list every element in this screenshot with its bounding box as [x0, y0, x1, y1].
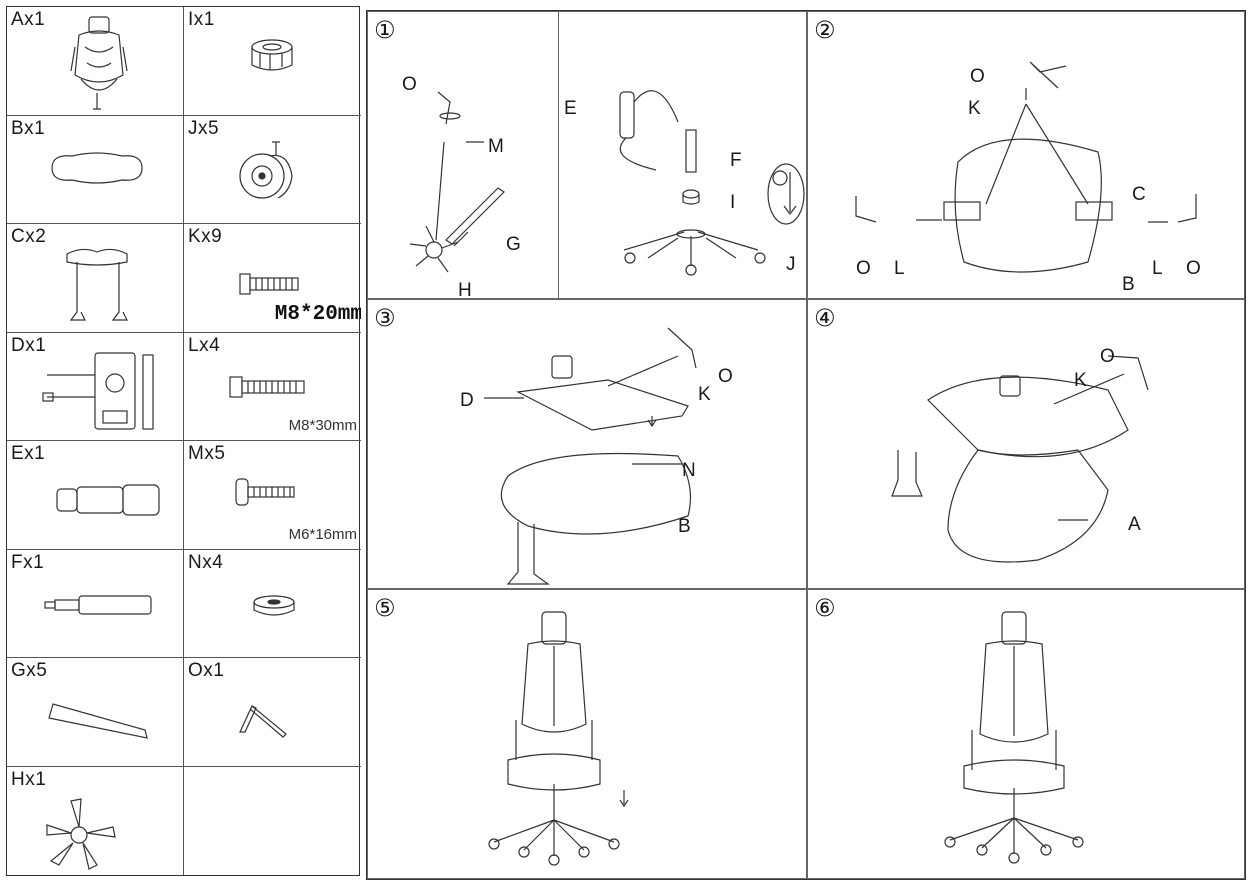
part-spec: M6*16mm [288, 525, 357, 543]
washer-icon [253, 594, 295, 616]
part-label: Ox1 [188, 660, 225, 681]
part-label: Ax1 [11, 9, 46, 30]
part-cell-b: Bx1 [7, 115, 184, 224]
callout-o-left: O [856, 258, 871, 279]
callout-o: O [1100, 346, 1115, 367]
callout-k: K [968, 98, 981, 119]
callout-e: E [564, 98, 577, 119]
callout-m: M [488, 136, 504, 157]
part-cell-l: Lx4 M8*30mm [184, 333, 361, 441]
step-number: ⑥ [814, 595, 836, 622]
callout-b: B [1122, 274, 1135, 295]
callout-o: O [402, 74, 417, 95]
callout-a: A [1128, 514, 1141, 535]
part-label: Gx5 [11, 660, 48, 681]
part-cell-e: Ex1 [7, 441, 184, 550]
part-label: Cx2 [11, 226, 47, 247]
callout-f: F [730, 150, 742, 171]
backrest-seat-icon [70, 16, 128, 110]
callout-g: G [506, 234, 521, 255]
parts-list: Ax1 Ix1 [6, 6, 361, 876]
callout-o: O [970, 66, 985, 87]
step-3-diagram: D K O N B [460, 327, 733, 585]
part-label: Jx5 [188, 117, 220, 139]
callout-b: B [678, 516, 691, 537]
sleeve-icon [251, 39, 293, 71]
callout-l-right: L [1152, 258, 1163, 279]
part-cell-d: Dx1 [7, 332, 184, 441]
part-spec: M8*20mm [274, 302, 361, 326]
allen-key-icon [239, 705, 287, 738]
step-4-diagram: O K A [891, 346, 1149, 563]
callout-d: D [460, 390, 474, 411]
callout-o: O [718, 366, 733, 387]
step-number: ③ [374, 305, 396, 332]
step-6-panel: ⑥ [807, 589, 1245, 879]
step-number: ④ [814, 305, 836, 332]
step-1-diagram: O M G H E F I J [402, 74, 805, 299]
step-number: ① [374, 17, 396, 44]
part-cell-a: Ax1 [7, 7, 184, 116]
step-5-panel: ⑤ [367, 589, 807, 879]
part-cell-i: Ix1 [184, 7, 361, 116]
step-6-diagram [944, 611, 1084, 864]
callout-o-right: O [1186, 258, 1201, 279]
seat-cushion-icon [51, 151, 143, 184]
step-1-divider [558, 12, 559, 298]
gas-lift-cover-icon [56, 484, 160, 516]
part-spec: M8*30mm [288, 417, 357, 434]
callout-l-left: L [894, 258, 905, 279]
part-cell-m: Mx5 M6*16mm [184, 441, 361, 550]
bolt-icon [239, 273, 299, 295]
armrest-icon [66, 248, 128, 321]
step-1-panel: ① [367, 11, 807, 299]
part-cell-h: Hx1 [7, 766, 184, 875]
part-cell-empty [184, 767, 361, 876]
base-leg-icon [48, 703, 148, 739]
callout-h: H [458, 280, 472, 299]
gas-cylinder-icon [44, 594, 152, 615]
part-label: Nx4 [188, 551, 224, 573]
part-label: Hx1 [11, 768, 47, 790]
step-3-panel: ③ D K O N B [367, 299, 807, 589]
callout-j: J [786, 254, 796, 275]
callout-i: I [730, 192, 735, 213]
part-cell-o: Ox1 [184, 658, 361, 767]
part-label: Ex1 [11, 443, 46, 464]
step-4-panel: ④ O K A [807, 299, 1245, 589]
part-label: Ix1 [188, 9, 215, 30]
part-label: Mx5 [188, 443, 226, 464]
screw-icon [235, 478, 295, 506]
part-cell-j: Jx5 [184, 116, 361, 224]
part-label: Kx9 [188, 226, 223, 247]
callout-n: N [682, 460, 696, 481]
step-5-diagram [488, 611, 629, 866]
star-base-icon [46, 797, 116, 870]
part-cell-c: Cx2 [7, 224, 184, 333]
part-cell-k: Kx9 M8*20mm [184, 224, 361, 333]
part-cell-f: Fx1 [7, 549, 184, 658]
step-2-panel: ② O K C O L L [807, 11, 1245, 299]
part-label: Dx1 [11, 334, 47, 356]
step-number: ⑤ [374, 595, 396, 622]
assembly-steps: ① [366, 10, 1246, 880]
mechanism-plate-icon [42, 351, 154, 430]
part-cell-g: Gx5 [7, 658, 184, 767]
part-label: Fx1 [11, 551, 45, 573]
step-number: ② [814, 17, 836, 44]
caster-wheel-icon [239, 140, 293, 199]
callout-k: K [698, 384, 711, 405]
callout-c: C [1132, 184, 1146, 205]
callout-k: K [1074, 370, 1087, 391]
part-cell-n: Nx4 [184, 550, 361, 658]
part-label: Bx1 [11, 117, 46, 139]
part-label: Lx4 [188, 334, 221, 356]
bolt-icon [229, 375, 305, 398]
step-2-diagram: O K C O L L O B [855, 61, 1201, 295]
